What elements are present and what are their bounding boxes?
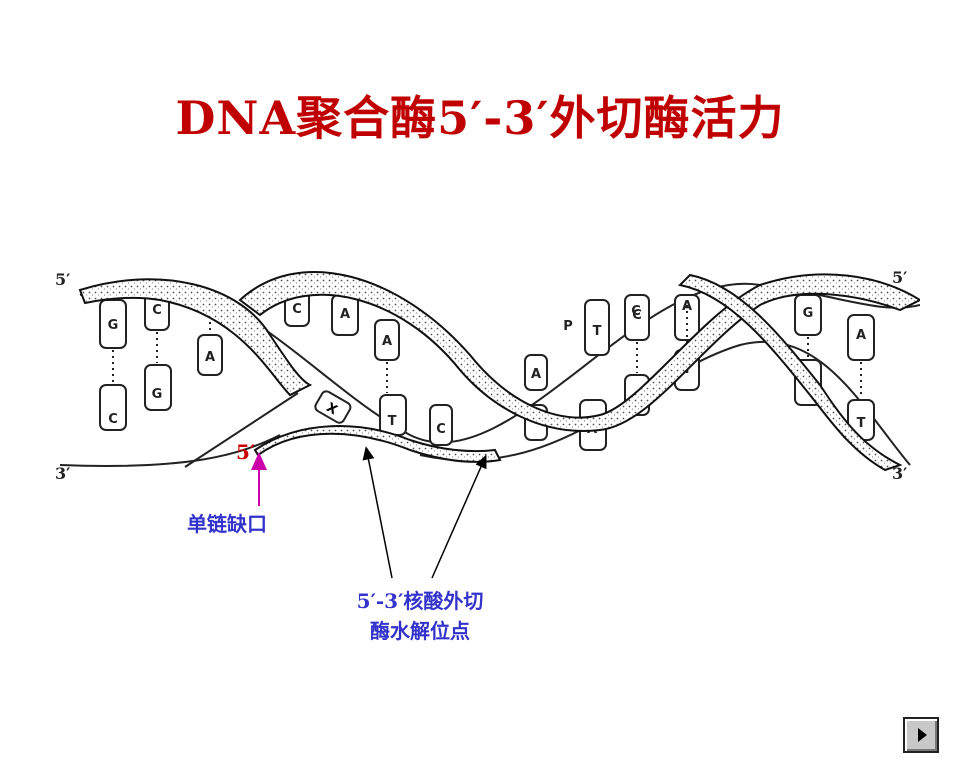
page-title: DNA聚合酶5′-3′外切酶活力 (175, 91, 785, 145)
end-label-5-left: 5′ (55, 270, 70, 289)
base-letter: A (682, 299, 692, 314)
base-letter: A (531, 367, 541, 382)
dna-front-ribbon-3 (677, 273, 903, 472)
play-next-icon (918, 728, 927, 742)
nick-label: 单链缺口 (187, 512, 267, 536)
hydrogen-bonds (112, 305, 862, 398)
base-letter: C (632, 308, 642, 323)
dna-nicked-fragment (253, 425, 502, 463)
end-label-3-right: 3′ (892, 464, 907, 483)
base-letter: A (382, 334, 392, 349)
hydrolysis-arrow-2 (431, 454, 487, 579)
released-nucleotide: X (314, 390, 352, 424)
base-letter: G (803, 306, 814, 321)
hydrolysis-site-label: 5′-3′核酸外切 酶水解位点 (300, 586, 540, 646)
base-letter: G (108, 318, 119, 333)
base-letter: T (857, 416, 866, 431)
base-letter: G (152, 387, 163, 402)
hydrolysis-label-line1: 5′-3′核酸外切 (356, 589, 484, 613)
end-label-5-right: 5′ (892, 268, 907, 287)
base-letter: T (593, 324, 602, 339)
base-letter: P (563, 319, 573, 334)
base-letter: C (152, 303, 162, 318)
nick-gap-line (184, 392, 299, 468)
end-label-3-left: 3′ (55, 464, 70, 483)
next-slide-button[interactable] (903, 717, 939, 753)
base-letter: C (631, 304, 641, 319)
base-letter: A (340, 307, 350, 322)
hydrolysis-label-line2: 酶水解位点 (370, 619, 470, 643)
dna-helix-diagram: G C C A A C P T C A G A C G A T C A A G … (55, 268, 920, 483)
base-letter: A (205, 350, 215, 365)
base-letter: T (388, 414, 397, 429)
nick-5prime-label: 5′ (236, 440, 256, 464)
hydrolysis-arrow-1 (362, 446, 393, 579)
base-letter: A (856, 328, 866, 343)
dna-bottom-strand (59, 434, 281, 467)
base-letter: C (108, 412, 118, 427)
base-letter: C (436, 422, 446, 437)
base-letter: C (292, 302, 302, 317)
dna-front-ribbon-1 (78, 278, 313, 397)
